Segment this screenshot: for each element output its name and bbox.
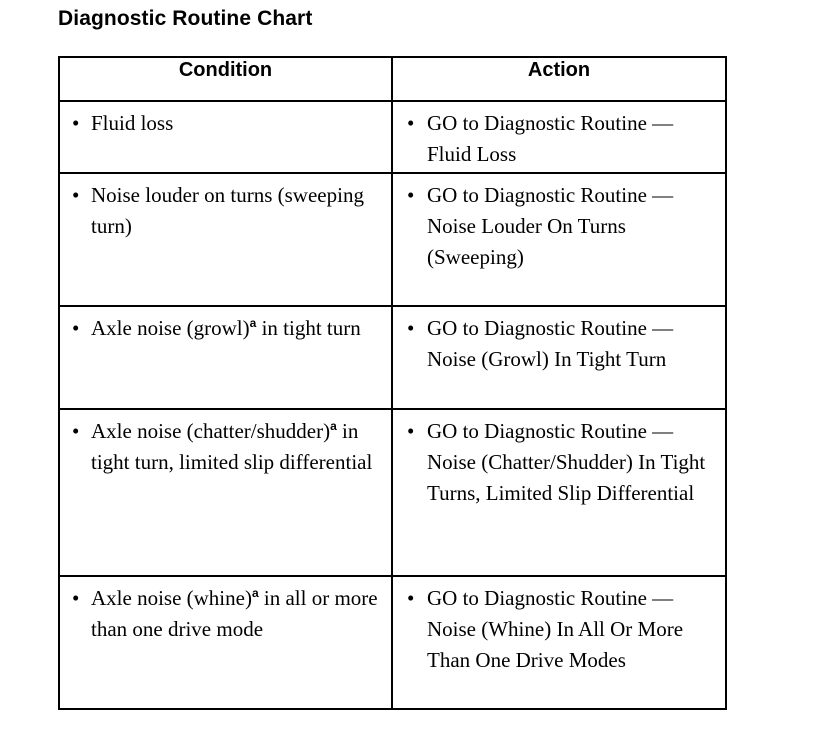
bullet-icon: • xyxy=(72,419,80,443)
condition-text: Axle noise (whine)a in all or more than … xyxy=(91,586,378,641)
cell-action: • GO to Diagnostic Routine — Noise (Whine… xyxy=(391,575,727,710)
bullet-item: • GO to Diagnostic Routine — Noise Louder… xyxy=(393,174,725,273)
condition-text: Axle noise (growl)a in tight turn xyxy=(91,316,361,340)
footnote-marker: a xyxy=(249,316,257,330)
bullet-icon: • xyxy=(72,111,80,135)
column-header-condition: Condition xyxy=(58,56,393,102)
bullet-icon: • xyxy=(407,419,415,443)
footnote-marker: a xyxy=(251,586,259,600)
bullet-icon: • xyxy=(72,183,80,207)
action-text: GO to Diagnostic Routine — Noise (Growl)… xyxy=(427,316,674,371)
diagnostic-routine-table: Condition Action • Fluid loss • GO to Diagn… xyxy=(58,56,727,710)
table-row: • Axle noise (growl)a in tight turn • GO to… xyxy=(58,305,727,410)
table-body: • Fluid loss • GO to Diagnostic Routine — F… xyxy=(58,100,727,710)
cell-condition: • Noise louder on turns (sweeping turn) xyxy=(58,172,393,307)
bullet-item: • Axle noise (chatter/shudder)a in tight … xyxy=(60,410,391,478)
bullet-item: • Noise louder on turns (sweeping turn) xyxy=(60,174,391,242)
cell-condition: • Axle noise (whine)a in all or more than… xyxy=(58,575,393,710)
cell-condition: • Axle noise (chatter/shudder)a in tight … xyxy=(58,408,393,577)
cell-action: • GO to Diagnostic Routine — Fluid Loss xyxy=(391,100,727,174)
bullet-item: • GO to Diagnostic Routine — Noise (Chatt… xyxy=(393,410,725,509)
bullet-item: • Axle noise (growl)a in tight turn xyxy=(60,307,391,344)
cell-condition: • Axle noise (growl)a in tight turn xyxy=(58,305,393,410)
page-title: Diagnostic Routine Chart xyxy=(58,7,313,30)
cell-action: • GO to Diagnostic Routine — Noise (Chatt… xyxy=(391,408,727,577)
action-text: GO to Diagnostic Routine — Fluid Loss xyxy=(427,111,674,166)
table-row: • Fluid loss • GO to Diagnostic Routine — F… xyxy=(58,100,727,174)
bullet-item: • GO to Diagnostic Routine — Noise (Whine… xyxy=(393,577,725,676)
table-row: • Axle noise (chatter/shudder)a in tight … xyxy=(58,408,727,577)
column-header-action: Action xyxy=(391,56,727,102)
bullet-icon: • xyxy=(72,316,80,340)
bullet-item: • Fluid loss xyxy=(60,102,391,139)
cell-action: • GO to Diagnostic Routine — Noise (Growl… xyxy=(391,305,727,410)
action-text: GO to Diagnostic Routine — Noise (Chatte… xyxy=(427,419,706,505)
condition-text: Axle noise (chatter/shudder)a in tight t… xyxy=(91,419,373,474)
bullet-icon: • xyxy=(407,111,415,135)
bullet-icon: • xyxy=(407,586,415,610)
bullet-item: • Axle noise (whine)a in all or more than… xyxy=(60,577,391,645)
bullet-icon: • xyxy=(407,183,415,207)
footnote-marker: a xyxy=(330,419,337,433)
bullet-icon: • xyxy=(407,316,415,340)
table-row: • Axle noise (whine)a in all or more than… xyxy=(58,575,727,710)
condition-text: Fluid loss xyxy=(91,111,174,135)
bullet-item: • GO to Diagnostic Routine — Fluid Loss xyxy=(393,102,725,170)
bullet-icon: • xyxy=(72,586,80,610)
cell-action: • GO to Diagnostic Routine — Noise Louder… xyxy=(391,172,727,307)
cell-condition: • Fluid loss xyxy=(58,100,393,174)
condition-text: Noise louder on turns (sweeping turn) xyxy=(91,183,364,238)
action-text: GO to Diagnostic Routine — Noise Louder … xyxy=(427,183,674,269)
table-header: Condition Action xyxy=(58,56,727,102)
action-text: GO to Diagnostic Routine — Noise (Whine)… xyxy=(427,586,684,672)
bullet-item: • GO to Diagnostic Routine — Noise (Growl… xyxy=(393,307,725,375)
table-header-row: Condition Action xyxy=(58,56,727,102)
table-row: • Noise louder on turns (sweeping turn) • G… xyxy=(58,172,727,307)
